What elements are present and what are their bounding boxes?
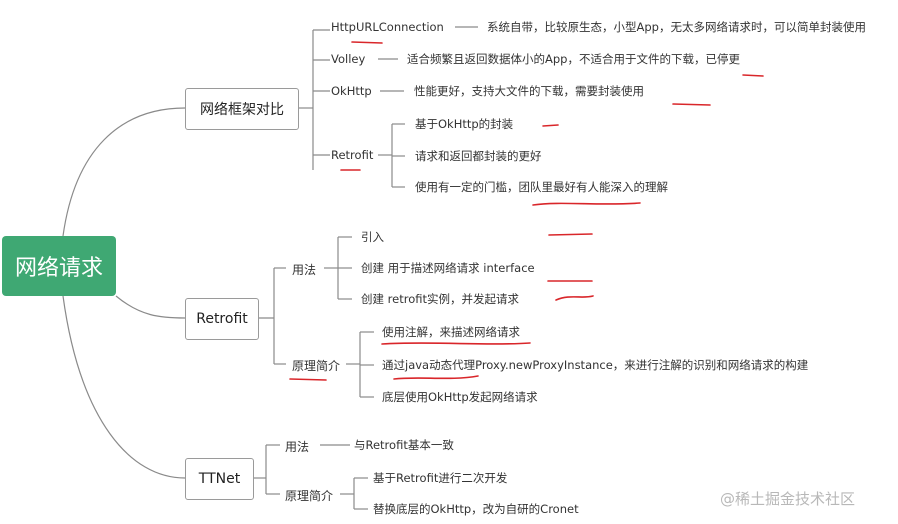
- root-node[interactable]: 网络请求: [2, 236, 116, 296]
- retrofit-desc-1: 基于OkHttp的封装: [415, 117, 514, 131]
- retrofit-principle[interactable]: 原理简介: [292, 359, 341, 373]
- item-retrofit[interactable]: Retrofit: [331, 148, 374, 162]
- node-ttnet[interactable]: TTNet: [185, 458, 254, 500]
- watermark: @稀土掘金技术社区: [720, 490, 856, 508]
- node-retrofit[interactable]: Retrofit: [185, 298, 259, 340]
- ttnet-usage-1: 与Retrofit基本一致: [354, 438, 454, 452]
- desc-httpurlconnection: 系统自带，比较原生态，小型App，无太多网络请求时，可以简单封装使用: [487, 20, 866, 34]
- desc-volley: 适合频繁且返回数据体小的App，不适合用于文件的下载，已停更: [407, 52, 740, 66]
- item-okhttp[interactable]: OkHttp: [331, 84, 372, 98]
- node-frameworks[interactable]: 网络框架对比: [185, 88, 299, 130]
- retrofit-principle-3: 底层使用OkHttp发起网络请求: [382, 390, 538, 404]
- retrofit-usage[interactable]: 用法: [292, 263, 317, 277]
- retrofit-principle-1: 使用注解，来描述网络请求: [382, 325, 520, 339]
- retrofit-usage-1: 引入: [361, 230, 384, 244]
- retrofit-principle-2: 通过java动态代理Proxy.newProxyInstance，来进行注解的识…: [382, 358, 809, 372]
- ttnet-usage[interactable]: 用法: [285, 440, 310, 454]
- ttnet-principle[interactable]: 原理简介: [285, 489, 334, 503]
- retrofit-desc-2: 请求和返回都封装的更好: [415, 149, 542, 163]
- ttnet-principle-1: 基于Retrofit进行二次开发: [373, 471, 508, 485]
- item-volley[interactable]: Volley: [331, 52, 366, 66]
- ttnet-principle-2: 替换底层的OkHttp，改为自研的Cronet: [373, 502, 579, 516]
- desc-okhttp: 性能更好，支持大文件的下载，需要封装使用: [414, 84, 644, 98]
- retrofit-usage-2: 创建 用于描述网络请求 interface: [361, 261, 535, 275]
- retrofit-desc-3: 使用有一定的门槛，团队里最好有人能深入的理解: [415, 180, 668, 194]
- retrofit-usage-3: 创建 retrofit实例，并发起请求: [361, 292, 519, 306]
- item-httpurlconnection[interactable]: HttpURLConnection: [331, 20, 444, 34]
- annotation-marks: [289, 41, 764, 381]
